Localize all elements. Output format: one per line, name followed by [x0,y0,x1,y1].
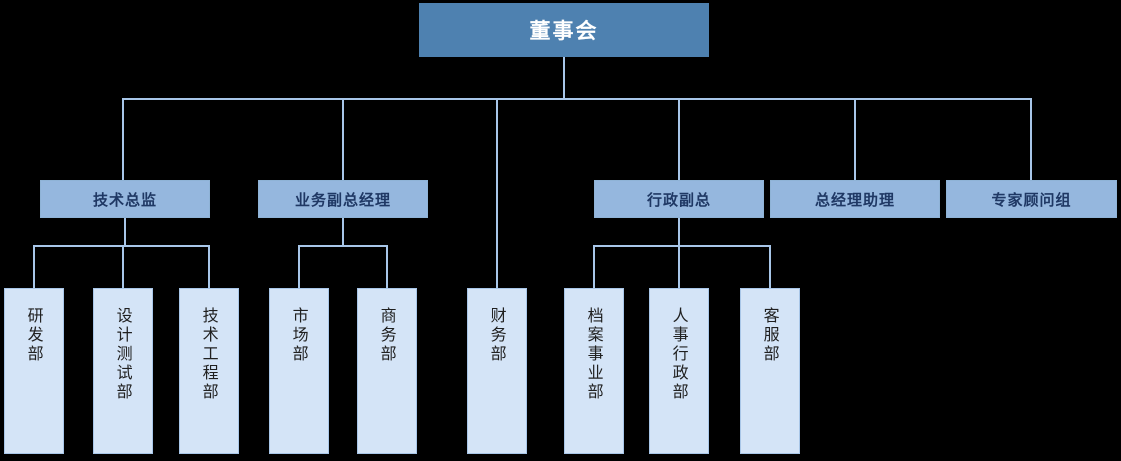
node-label: 技术总监 [92,190,157,209]
node-customer-service-dept[interactable]: 客服部 [740,288,800,454]
node-label: 商务部 [377,307,397,364]
node-design-test-dept[interactable]: 设计测试部 [93,288,153,454]
connector-admin-vp-stem [678,218,680,246]
connector-drop-gm-assistant [854,98,856,180]
node-label: 客服部 [760,307,780,364]
connector-drop-rd-dept [33,245,35,288]
connector-drop-technical-director [122,98,124,180]
node-label: 财务部 [487,307,507,364]
node-label: 研发部 [24,307,44,364]
node-label: 技术工程部 [199,307,219,402]
connector-drop-archives-division [593,245,595,288]
node-label: 人事行政部 [669,307,689,402]
connector-drop-finance [496,98,498,288]
node-marketing-dept[interactable]: 市场部 [269,288,329,454]
connector-board-stem [563,57,565,99]
connector-technical-director-bus [33,245,210,247]
node-label: 专家顾问组 [991,190,1072,209]
node-hr-admin-dept[interactable]: 人事行政部 [649,288,709,454]
connector-business-vp-bus [298,245,388,247]
connector-drop-customer-service-dept [769,245,771,288]
node-finance-dept[interactable]: 财务部 [467,288,527,454]
connector-drop-design-test-dept [122,245,124,288]
node-label: 行政副总 [646,190,711,209]
connector-admin-vp-bus [593,245,771,247]
connector-drop-tech-engineering-dept [208,245,210,288]
connector-drop-expert-advisory [1030,98,1032,180]
node-label: 档案事业部 [584,307,604,402]
connector-technical-director-stem [124,218,126,246]
node-expert-advisory-group[interactable]: 专家顾问组 [946,180,1117,218]
node-archives-division[interactable]: 档案事业部 [564,288,624,454]
node-label: 业务副总经理 [294,190,391,209]
node-tech-engineering-dept[interactable]: 技术工程部 [179,288,239,454]
connector-drop-marketing-dept [298,245,300,288]
connector-drop-admin-vp [678,98,680,180]
node-board-of-directors[interactable]: 董事会 [419,3,709,57]
node-technical-director[interactable]: 技术总监 [40,180,210,218]
node-label: 设计测试部 [113,307,133,402]
node-business-vp[interactable]: 业务副总经理 [258,180,428,218]
node-label: 总经理助理 [814,190,895,209]
node-rd-dept[interactable]: 研发部 [4,288,64,454]
node-administrative-vp[interactable]: 行政副总 [594,180,764,218]
connector-drop-commerce-dept [386,245,388,288]
node-label: 董事会 [529,19,599,43]
node-commerce-dept[interactable]: 商务部 [357,288,417,454]
node-gm-assistant[interactable]: 总经理助理 [770,180,940,218]
connector-business-vp-stem [342,218,344,246]
node-label: 市场部 [289,307,309,364]
connector-drop-business-vp [342,98,344,180]
connector-main-bus [122,98,1031,100]
connector-drop-hr-admin-dept [678,245,680,288]
